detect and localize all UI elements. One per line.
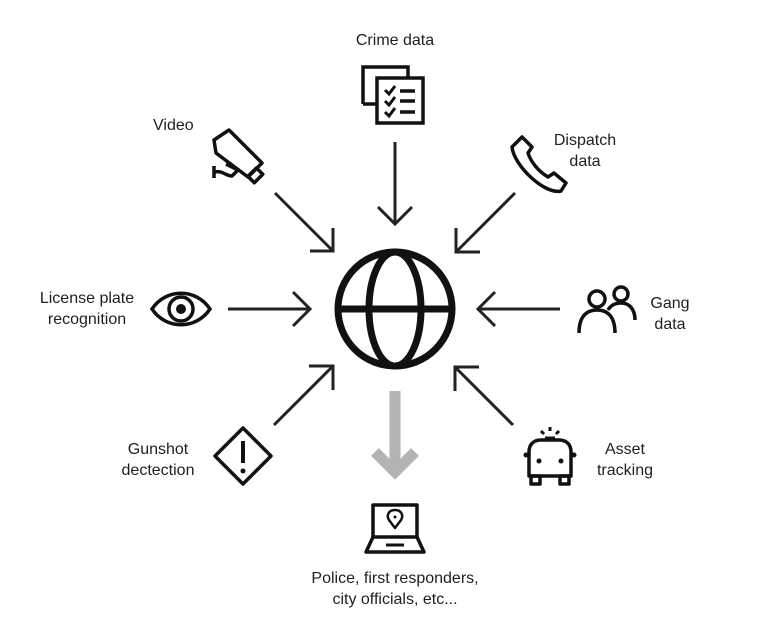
label-line: Police, first responders, — [311, 570, 479, 587]
checklist-documents-icon — [361, 65, 425, 125]
globe-icon — [334, 248, 456, 370]
eye-icon — [149, 291, 213, 327]
label-crime-data: Crime data — [335, 30, 455, 51]
arrow-gunshot-detection — [272, 364, 335, 427]
arrow-crime-data — [376, 142, 414, 227]
security-camera-icon — [212, 128, 265, 185]
arrow-video — [273, 191, 335, 253]
arrow-license-plate — [228, 290, 313, 328]
label-line: data — [569, 153, 601, 170]
label-dispatch-data: Dispatch data — [545, 130, 625, 172]
people-icon — [577, 285, 637, 334]
label-asset-tracking: Asset tracking — [585, 439, 665, 481]
label-gunshot-detection: Gunshot dectection — [110, 439, 206, 481]
label-line: Video — [153, 117, 194, 134]
label-line: dectection — [121, 462, 195, 479]
label-gang-data: Gang data — [640, 293, 700, 335]
label-line: city officials, etc... — [332, 591, 458, 608]
label-line: Dispatch — [553, 132, 617, 149]
label-line: data — [654, 316, 686, 333]
label-line: recognition — [47, 311, 127, 328]
label-video: Video — [153, 115, 194, 136]
label-line: License plate — [39, 290, 135, 307]
arrow-asset-tracking — [453, 365, 515, 427]
label-license-plate-recognition: License plate recognition — [25, 288, 149, 330]
arrow-output — [371, 391, 419, 480]
laptop-map-pin-icon — [364, 503, 426, 554]
phone-icon — [510, 135, 568, 193]
label-line: Crime data — [355, 32, 435, 49]
label-line: Gang — [650, 295, 690, 312]
label-line: tracking — [596, 462, 654, 479]
arrow-dispatch-data — [454, 191, 517, 254]
arrow-gang-data — [475, 290, 560, 328]
label-line: Gunshot — [127, 441, 189, 458]
warning-diamond-icon — [213, 426, 273, 486]
label-output-recipients: Police, first responders, city officials… — [275, 568, 515, 610]
police-car-icon — [523, 427, 577, 486]
label-line: Asset — [604, 441, 645, 458]
